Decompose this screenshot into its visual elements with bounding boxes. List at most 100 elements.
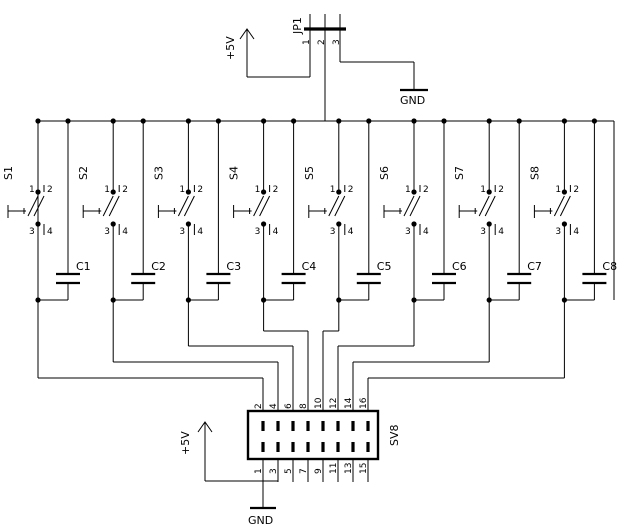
connector-bottom-pin-label: 1	[254, 468, 264, 474]
junction-dot	[140, 118, 146, 124]
connector-bottom-pin-label: 9	[314, 468, 324, 474]
connector-top-pin-label: 12	[329, 398, 339, 409]
switch-pin-3: 3	[330, 227, 336, 237]
switch-pin-1: 1	[104, 185, 110, 195]
switch-label: S6	[378, 166, 391, 180]
switch-pin-1: 1	[405, 185, 411, 195]
junction-dot	[110, 189, 116, 195]
connector-top-pin-label: 14	[344, 397, 354, 409]
junction-dot	[215, 118, 221, 124]
junction-dot	[411, 118, 417, 124]
switch-pin-4: 4	[47, 227, 53, 237]
switch-pin-3: 3	[29, 227, 35, 237]
capacitor-c8: C8	[564, 121, 617, 301]
junction-dot	[291, 118, 297, 124]
switch-pin-1: 1	[29, 185, 35, 195]
vcc-arrow-icon	[239, 28, 255, 40]
capacitor-label: C6	[452, 260, 467, 273]
junction-dot	[185, 189, 191, 195]
route-6	[337, 300, 415, 411]
switch-pin-2: 2	[197, 185, 203, 195]
switch-pin-2: 2	[423, 185, 429, 195]
switch-label: S7	[453, 166, 466, 180]
junction-dot	[486, 118, 492, 124]
connector-bottom-pin-label: 3	[269, 468, 279, 474]
connector-bottom-pin-label: 11	[329, 463, 339, 474]
vcc-label-top: +5V	[224, 36, 237, 60]
power-wiring	[37, 30, 615, 378]
switch-pin-1: 1	[179, 185, 185, 195]
connector-routing	[37, 300, 565, 411]
junction-dot	[185, 118, 191, 124]
junction-dot	[411, 189, 417, 195]
switch-s4: 1 2 3 4 S4	[228, 121, 279, 300]
capacitor-c1: C1	[38, 121, 91, 301]
junction-dot	[336, 118, 342, 124]
switch-pin-3: 3	[480, 227, 486, 237]
switch-pin-2: 2	[47, 185, 53, 195]
junction-dot	[591, 118, 598, 124]
switch-pin-2: 2	[122, 185, 128, 195]
switch-pin-3: 3	[179, 227, 185, 237]
switch-pin-1: 1	[255, 185, 261, 195]
junction-dot	[561, 189, 568, 195]
connector-top-pin-label: 6	[284, 403, 294, 409]
switch-pin-2: 2	[273, 185, 279, 195]
connector-bottom-pin-label: 7	[299, 468, 309, 474]
capacitor-c6: C6	[414, 121, 467, 301]
gnd-label-bottom: GND	[248, 514, 273, 527]
capacitor-label: C2	[151, 260, 166, 273]
switch-pin-3: 3	[255, 227, 261, 237]
junction-dot	[261, 118, 267, 124]
junction-dot	[441, 118, 447, 124]
jumper-pin-2: 2	[317, 39, 327, 45]
connector-top-pin-label: 2	[254, 403, 264, 409]
switch-label: S4	[228, 166, 241, 180]
gnd-label-top: GND	[400, 94, 425, 107]
switch-pin-4: 4	[197, 227, 203, 237]
switch-pin-4: 4	[273, 227, 279, 237]
connector-bottom-pin-label: 15	[359, 463, 369, 474]
switch-pin-3: 3	[405, 227, 411, 237]
switch-pin-4: 4	[122, 227, 128, 237]
switch-pin-4: 4	[498, 227, 504, 237]
capacitor-c2: C2	[113, 121, 166, 301]
junction-dot	[65, 118, 71, 124]
switch-label: S1	[2, 166, 15, 180]
route-8	[367, 300, 565, 411]
vcc-arrow-icon-bottom	[197, 421, 213, 433]
junction-dot	[35, 189, 41, 195]
capacitor-label: C8	[602, 260, 617, 273]
switch-pin-1: 1	[330, 185, 336, 195]
connector-bottom-pin-label: 5	[284, 468, 294, 474]
switch-pin-3: 3	[104, 227, 110, 237]
capacitor-label: C1	[76, 260, 91, 273]
route-7	[352, 300, 490, 411]
junction-dot	[35, 118, 41, 124]
capacitor-c4: C4	[263, 121, 317, 301]
jumper-pin-1: 1	[302, 39, 312, 45]
switch-pin-4: 4	[573, 227, 579, 237]
switch-pin-1: 1	[480, 185, 486, 195]
capacitor-label: C4	[302, 260, 317, 273]
switch-pin-4: 4	[348, 227, 354, 237]
junction-dot	[516, 118, 522, 124]
switch-pin-4: 4	[423, 227, 429, 237]
switch-s1: 1 2 3 4 S1	[2, 121, 53, 300]
route-1	[37, 300, 264, 411]
route-4	[263, 300, 309, 411]
junction-dot	[486, 189, 492, 195]
jumper-name: JP1	[291, 17, 304, 35]
